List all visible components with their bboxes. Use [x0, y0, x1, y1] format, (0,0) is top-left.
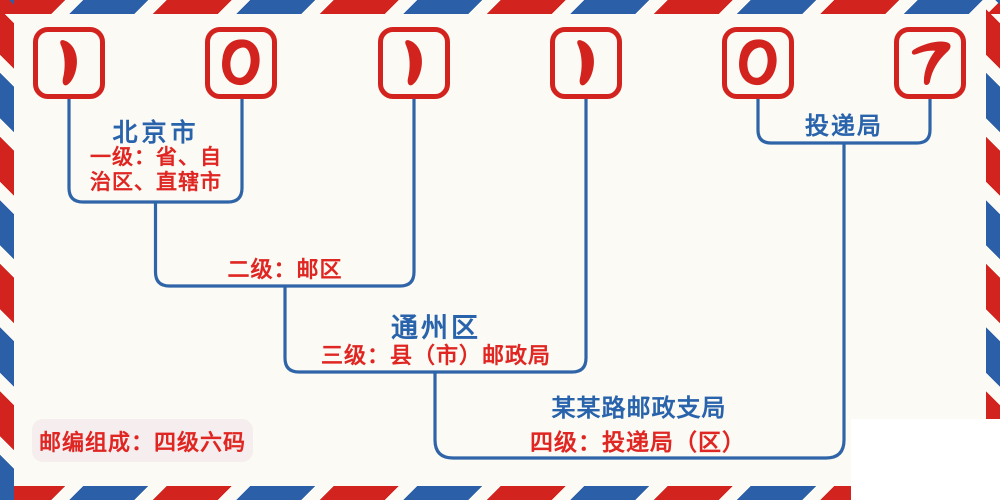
level3-desc-label: 三级：县（市）邮政局	[320, 343, 552, 368]
level2-desc-label: 二级：邮区	[227, 257, 343, 282]
level4-place-label: 某某路邮政支局	[551, 395, 727, 422]
delivery-office-label: 投递局	[805, 113, 883, 140]
postal-digit-box-6	[894, 27, 966, 99]
level1-place-label: 北京市	[112, 119, 200, 147]
composition-badge-label: 邮编组成：四级六码	[38, 429, 246, 455]
airmail-border-right	[986, 0, 1000, 500]
airmail-border-left	[0, 0, 14, 500]
composition-badge: 邮编组成：四级六码	[32, 419, 253, 462]
postal-digit-box-3	[378, 27, 450, 99]
postal-digit-box-2	[205, 27, 277, 99]
digit-glyph	[222, 39, 260, 86]
digit-glyph	[60, 40, 77, 86]
digit-glyph	[405, 40, 422, 86]
level1-desc-label: 一级：省、自 治区、直辖市	[90, 146, 222, 194]
digit-glyph	[911, 41, 951, 85]
digit-glyph	[739, 39, 777, 86]
airmail-border-bottom	[0, 486, 1000, 500]
postal-digit-box-1	[33, 27, 105, 99]
airmail-border-top	[0, 0, 1000, 14]
bracket-level4	[433, 143, 846, 460]
postal-digit-box-4	[550, 27, 622, 99]
level4-desc-label: 四级：投递局（区）	[530, 429, 746, 455]
postal-digit-box-5	[722, 27, 794, 99]
level3-place-label: 通州区	[391, 313, 481, 343]
digit-glyph	[577, 40, 594, 86]
corner-white-cover	[851, 419, 1000, 500]
